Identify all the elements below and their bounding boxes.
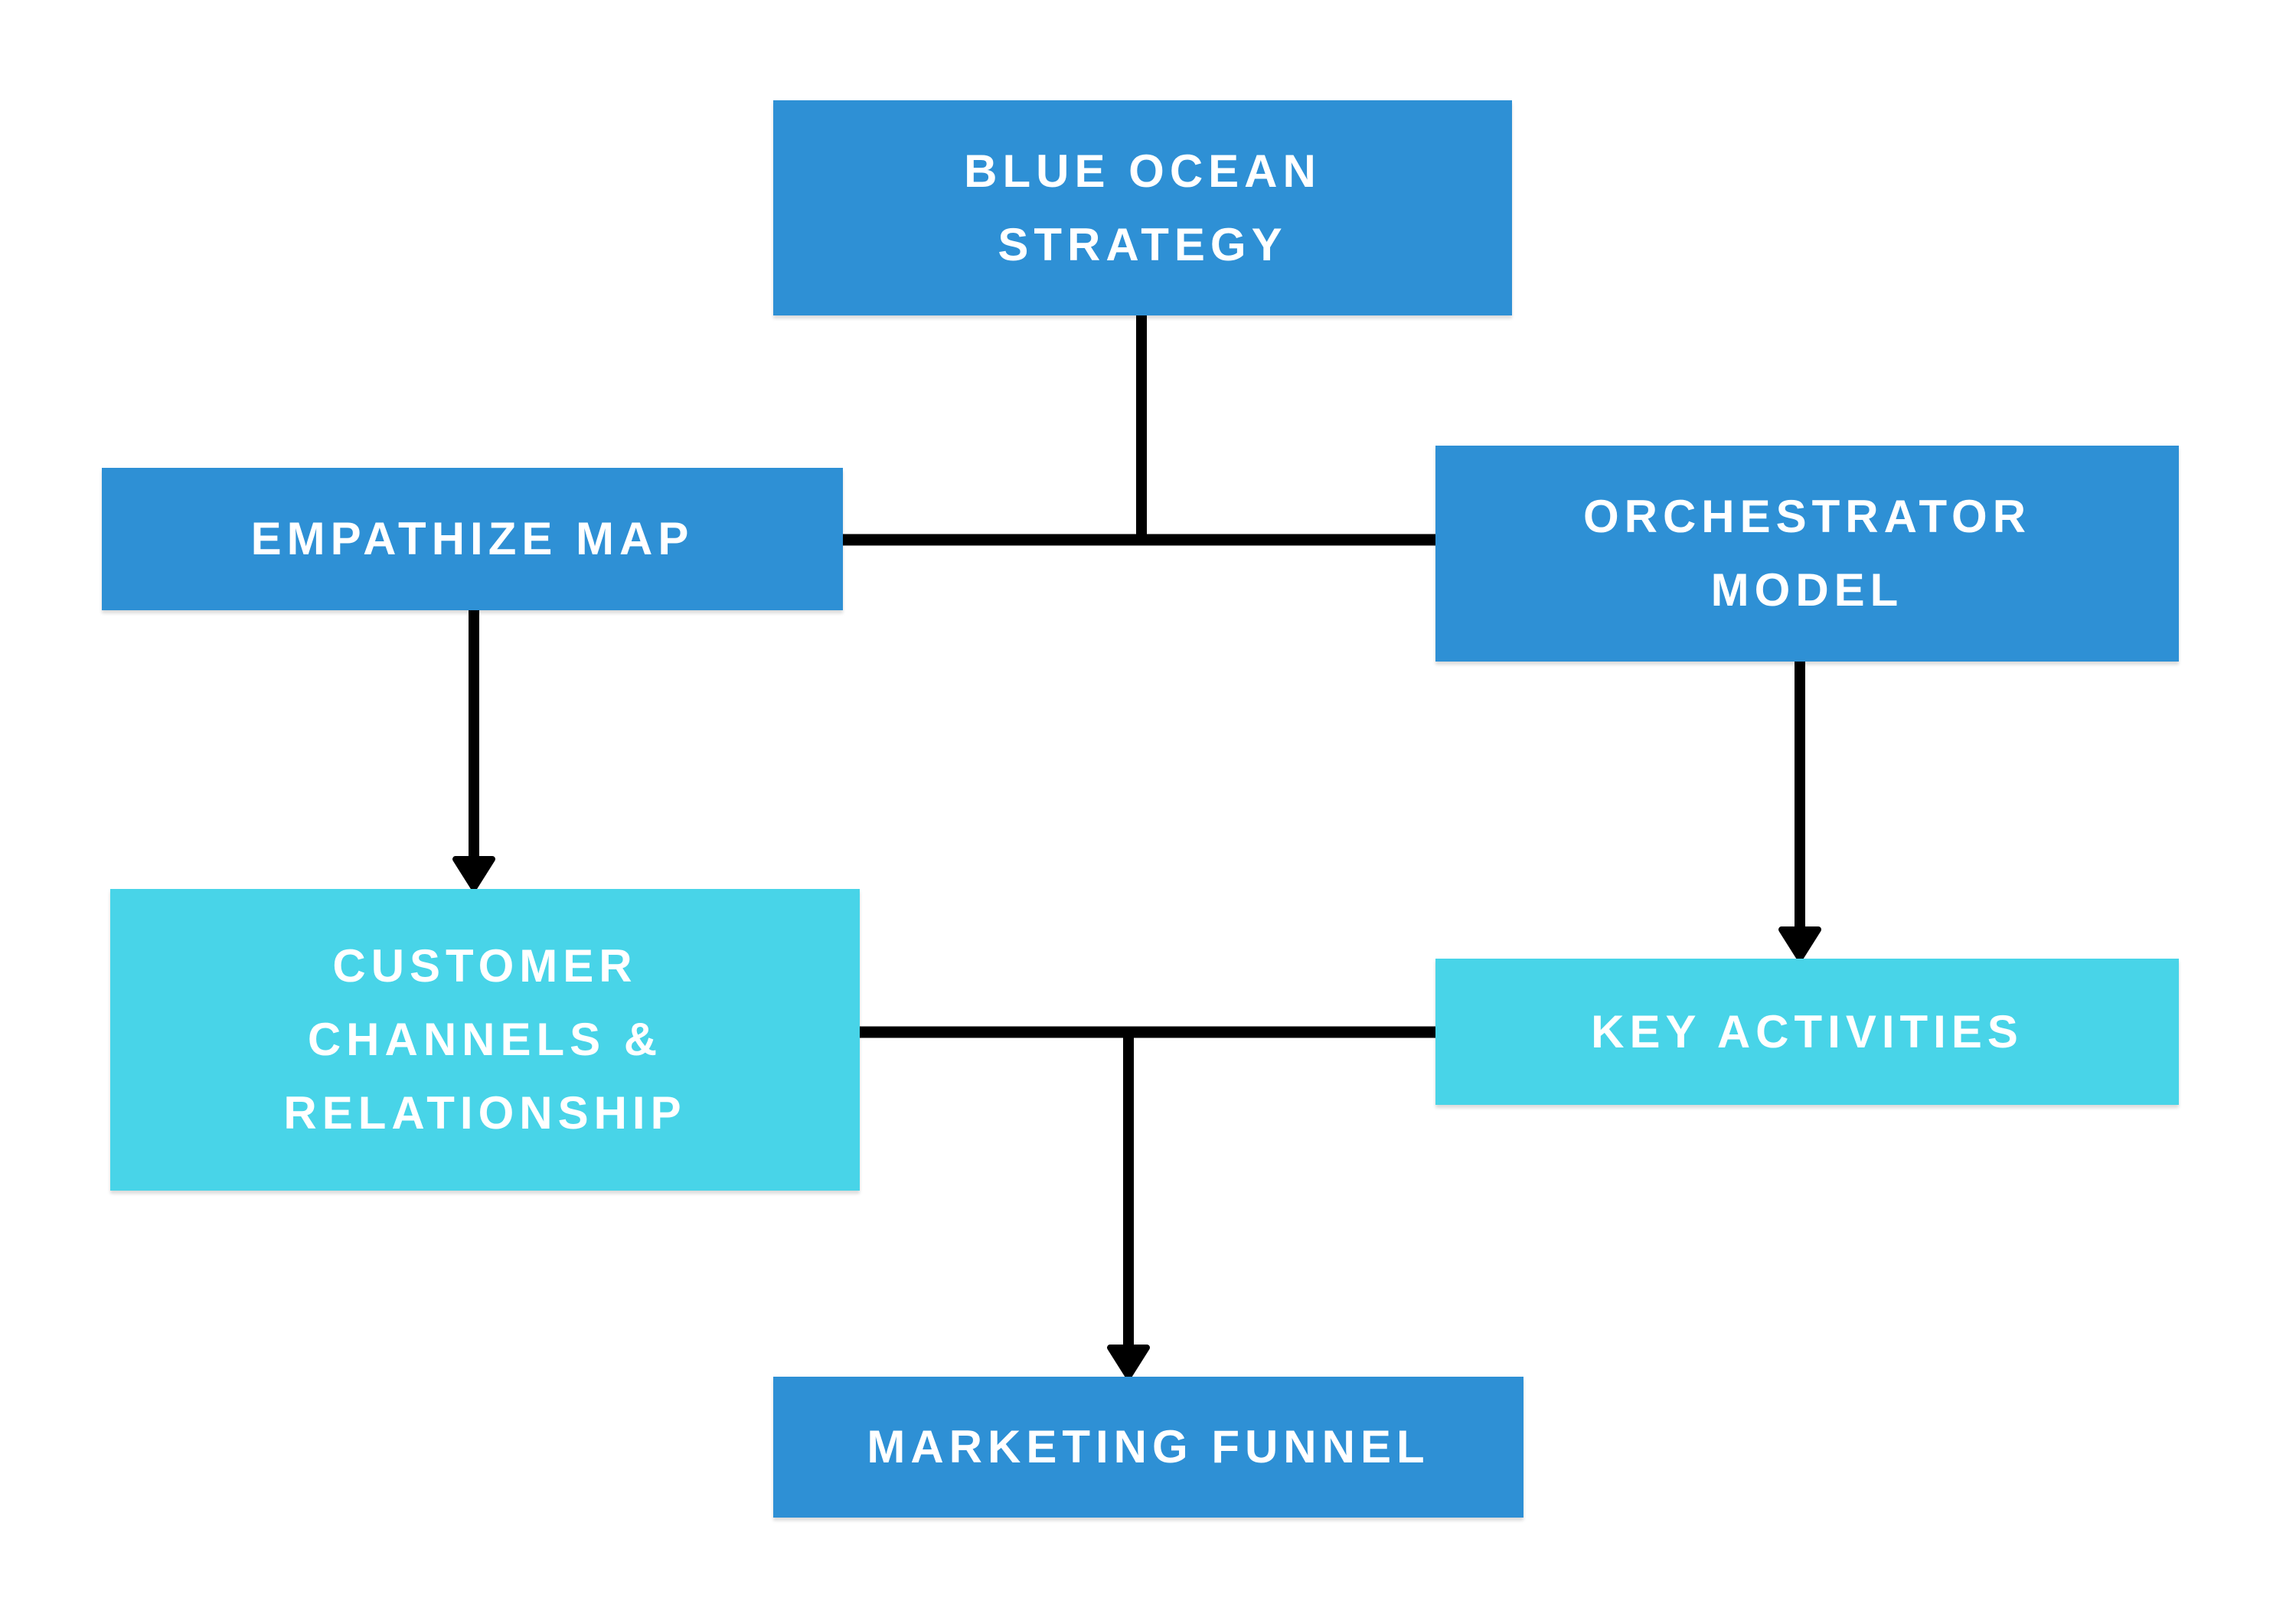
node-label-line: CHANNELS & bbox=[307, 1014, 663, 1065]
node-label-line: MARKETING FUNNEL bbox=[867, 1421, 1430, 1472]
node-label-line: ORCHESTRATOR bbox=[1582, 491, 2032, 542]
arrowhead-icon bbox=[1778, 926, 1821, 962]
node-label-line: EMPATHIZE MAP bbox=[250, 513, 694, 564]
node-customer-channels-relationship: CUSTOMER CHANNELS & RELATIONSHIP bbox=[110, 889, 860, 1191]
node-key-activities: KEY ACTIVITIES bbox=[1435, 959, 2179, 1105]
arrow-to-marketing-funnel bbox=[1107, 1032, 1150, 1380]
arrow-orchestrator-to-key-activities bbox=[1778, 662, 1821, 962]
node-orchestrator-model: ORCHESTRATOR MODEL bbox=[1435, 446, 2179, 662]
node-label-line: KEY ACTIVITIES bbox=[1591, 1005, 2023, 1057]
node-label-line: RELATIONSHIP bbox=[283, 1087, 687, 1139]
arrowhead-icon bbox=[452, 856, 495, 891]
node-label-line: MODEL bbox=[1710, 564, 1904, 616]
node-label-line: STRATEGY bbox=[998, 218, 1288, 270]
node-label-line: CUSTOMER bbox=[332, 940, 638, 992]
node-label-line: BLUE OCEAN bbox=[964, 145, 1321, 197]
node-marketing-funnel: MARKETING FUNNEL bbox=[773, 1377, 1523, 1518]
node-empathize-map: EMPATHIZE MAP bbox=[102, 468, 843, 610]
arrowhead-icon bbox=[1107, 1345, 1150, 1380]
arrow-empathize-to-customer bbox=[452, 610, 495, 891]
node-blue-ocean-strategy: BLUE OCEAN STRATEGY bbox=[773, 100, 1512, 315]
